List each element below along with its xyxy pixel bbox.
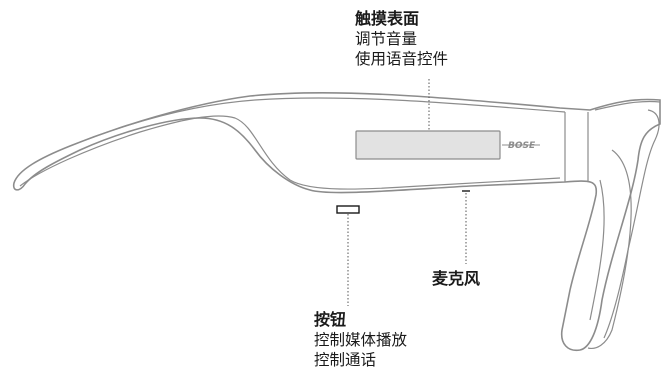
button-callout: 按钮 控制媒体播放 控制通话 [314,310,407,370]
button-title: 按钮 [314,310,347,329]
bose-logo: BOSE [508,141,536,151]
button-line-2: 控制通话 [314,351,377,369]
temple-top-edge [69,97,566,147]
frame-hinge [564,112,589,182]
frame-front [587,100,661,350]
button-shape [336,205,360,214]
touch-surface-callout: 触摸表面 调节音量 使用语音控件 [355,9,448,69]
touch-surface-line-2: 使用语音控件 [355,50,449,68]
microphone-title: 麦克风 [432,269,481,288]
frame-front-inner [603,109,660,339]
touch-surface-pad [355,130,501,160]
temple-inner-contour [19,115,561,190]
button-line-1: 控制媒体播放 [314,331,408,349]
touch-surface-line-1: 调节音量 [355,30,418,48]
touch-surface-title: 触摸表面 [355,9,420,28]
microphone-callout: 麦克风 [432,269,480,289]
